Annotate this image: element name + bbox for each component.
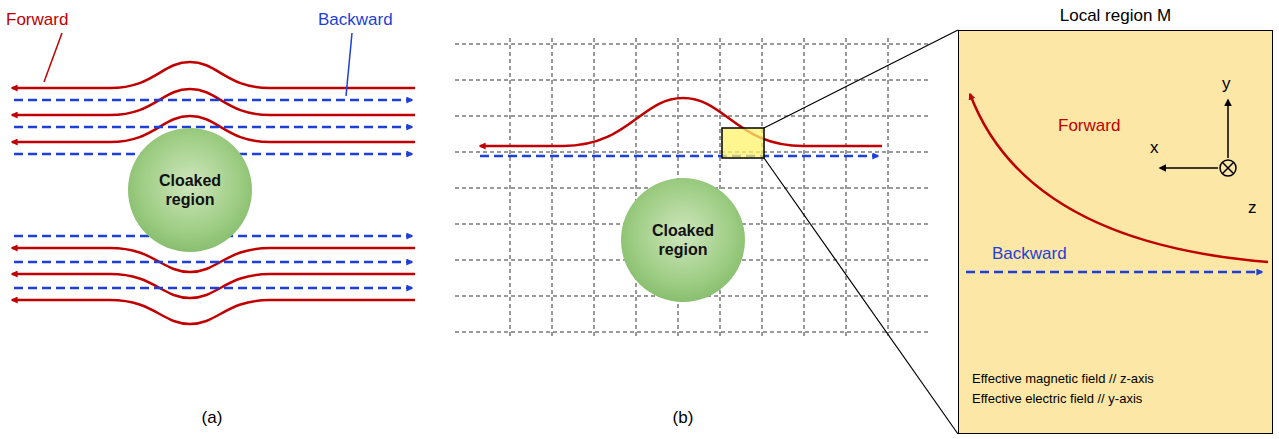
panel-label: (a) (202, 408, 223, 428)
grid-line (636, 38, 637, 338)
backward-ray (14, 99, 412, 102)
forward-ray (480, 98, 882, 146)
grid-line (455, 332, 930, 333)
field-note: Effective magnetic field // z-axis (972, 372, 1154, 387)
zoom-line (764, 30, 958, 128)
axis-label: x (1150, 138, 1159, 158)
grid-line (888, 38, 889, 338)
field-note: Effective electric field // y-axis (972, 392, 1142, 407)
panel-label: (b) (673, 408, 694, 428)
ray-label: Forward (6, 10, 68, 30)
grid-line (455, 44, 930, 45)
grid-line (455, 116, 930, 117)
grid-line (552, 38, 553, 338)
forward-ray (12, 62, 415, 88)
ray-label: Backward (992, 244, 1067, 264)
forward-ray (12, 248, 415, 272)
grid-line (594, 38, 595, 338)
ray-label: Backward (318, 10, 393, 30)
leader-line (346, 33, 352, 96)
grid-line (846, 38, 847, 338)
backward-ray (480, 155, 878, 158)
local-region-marker (722, 128, 764, 158)
leader-line (44, 33, 62, 82)
box-title: Local region M (958, 4, 1273, 30)
grid-line (804, 38, 805, 338)
backward-ray (14, 126, 412, 129)
cloaked-region: Cloaked region (128, 128, 252, 252)
axis-label: z (1248, 198, 1257, 218)
forward-ray (12, 274, 415, 298)
forward-ray (12, 300, 415, 324)
ray-label: Forward (1058, 116, 1120, 136)
grid-line (510, 38, 511, 338)
region-label: Cloaked region (643, 221, 723, 259)
local-region-box: Local region M (958, 4, 1273, 434)
cloaked-region: Cloaked region (621, 178, 745, 302)
backward-ray (14, 261, 412, 264)
rays (12, 62, 882, 324)
region-label: Cloaked region (150, 171, 230, 209)
grid-line (762, 38, 763, 338)
grid-line (455, 152, 930, 153)
grid-line (720, 38, 721, 338)
forward-ray (12, 89, 415, 115)
axis-label: y (1222, 74, 1231, 94)
backward-ray (14, 287, 412, 290)
zoom-line (764, 158, 958, 434)
